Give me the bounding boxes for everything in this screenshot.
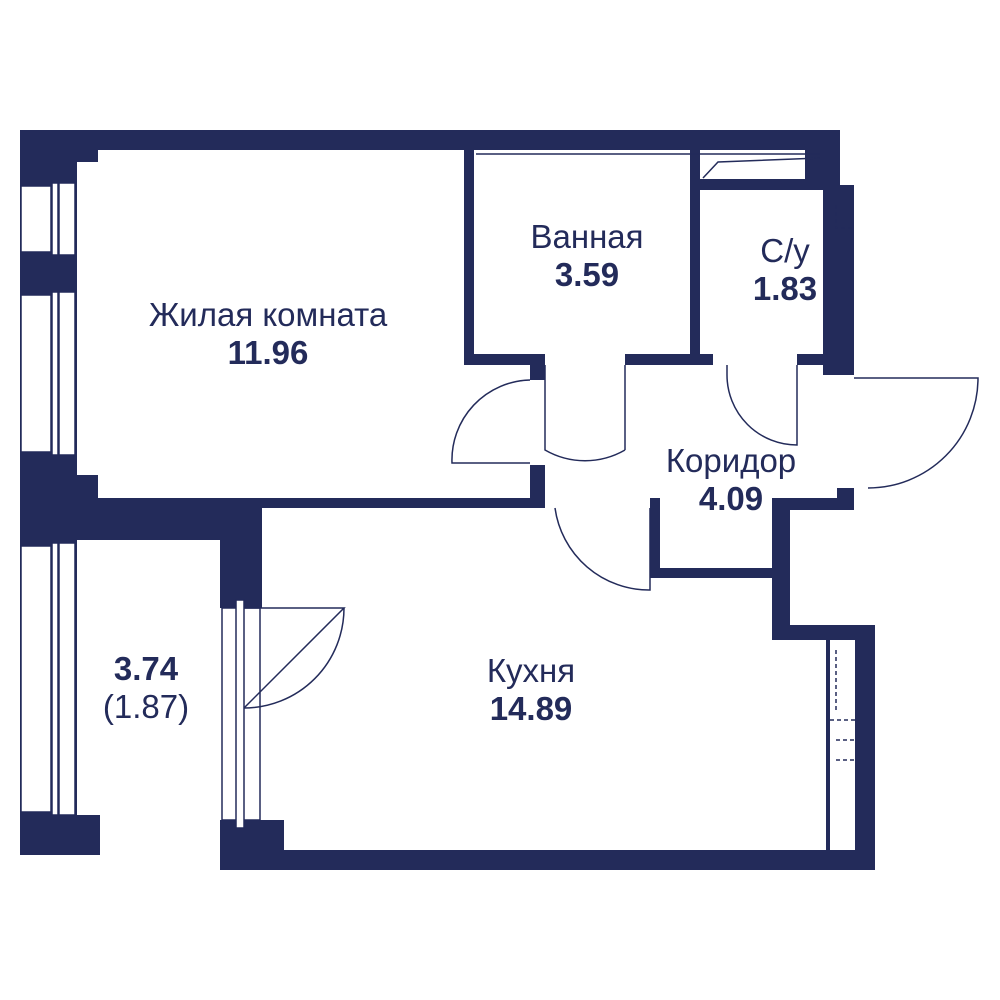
windows <box>20 182 261 829</box>
room-label-bath: Ванная 3.59 <box>530 218 643 294</box>
room-reduced-area: (1.87) <box>102 687 190 725</box>
room-label-corridor: Коридор 4.09 <box>666 442 796 518</box>
room-area: 4.09 <box>698 479 764 517</box>
room-area: 14.89 <box>489 689 573 727</box>
room-name: Коридор <box>665 442 797 479</box>
room-area: 3.59 <box>554 255 620 293</box>
room-area: 11.96 <box>227 333 309 371</box>
room-label-balcony: 3.74 (1.87) <box>103 650 189 726</box>
room-name: Кухня <box>486 652 576 689</box>
room-name: Жилая комната <box>148 296 388 333</box>
room-label-kitchen: Кухня 14.89 <box>487 652 575 728</box>
doors <box>243 153 979 761</box>
room-label-wc: С/у 1.83 <box>753 232 817 308</box>
room-name: Ванная <box>530 218 644 255</box>
room-label-living: Жилая комната 11.96 <box>149 296 387 372</box>
room-area: 3.74 <box>113 650 179 687</box>
room-area: 1.83 <box>752 269 818 307</box>
room-name: С/у <box>760 232 810 269</box>
